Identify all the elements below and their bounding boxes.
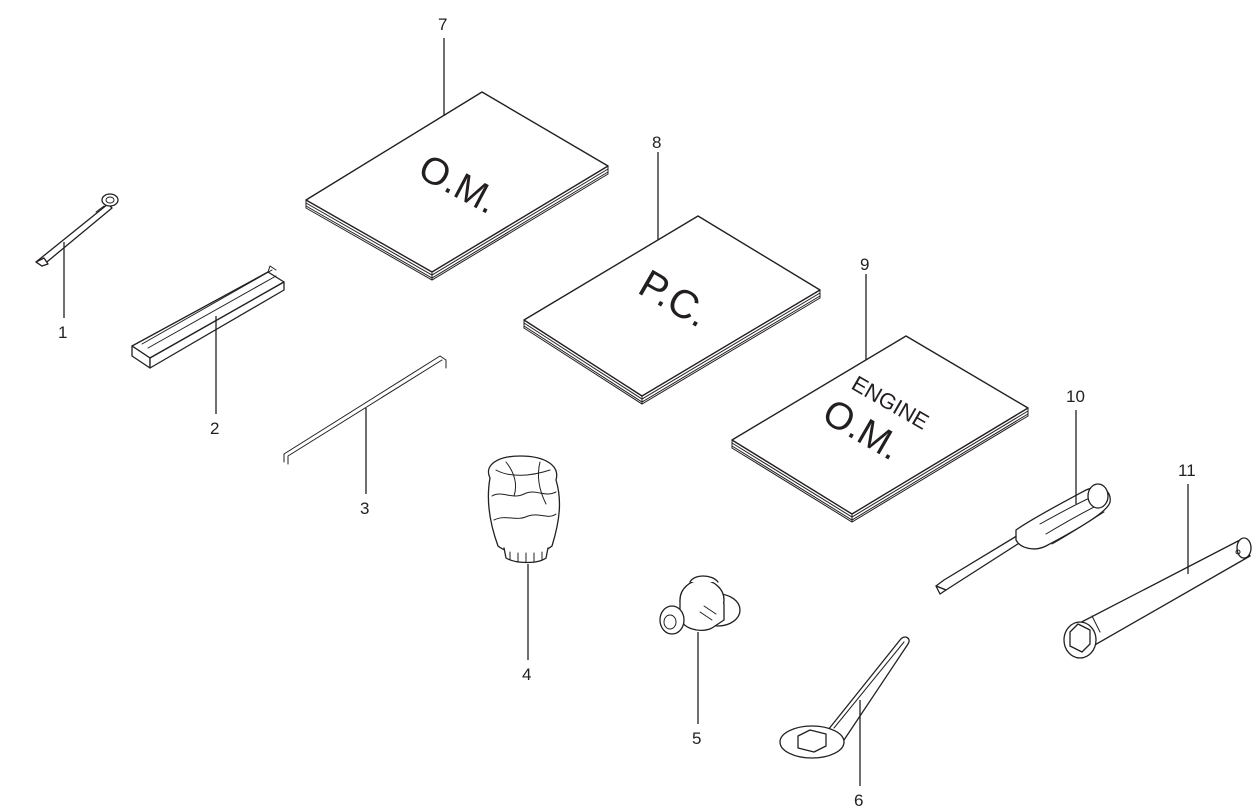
callout-10: 10 (1066, 387, 1085, 406)
part-2-channel-rail (131, 265, 285, 369)
callout-8: 8 (652, 133, 661, 152)
callout-5: 5 (692, 729, 701, 748)
callout-9: 9 (860, 255, 869, 274)
part-1-pin-tool (35, 193, 119, 267)
callout-3: 3 (360, 499, 369, 518)
callout-11: 11 (1178, 461, 1196, 480)
part-5-plug-fitting (659, 575, 741, 635)
callout-2: 2 (210, 419, 219, 438)
callout-4: 4 (522, 665, 531, 684)
callout-7: 7 (438, 15, 447, 34)
part-6-ring-wrench (779, 636, 910, 759)
part-11-box-spanner (1063, 537, 1252, 659)
part-7-om-book: O.M. (305, 91, 609, 281)
callout-6: 6 (854, 791, 863, 810)
part-3-bent-rod (283, 355, 447, 465)
callout-1: 1 (58, 323, 67, 342)
part-10-screwdriver (935, 483, 1111, 595)
part-9-engine-om-book: ENGINE O.M. (731, 335, 1029, 523)
part-4-covered-cap (487, 455, 561, 564)
part-8-pc-book: P.C. (523, 215, 821, 405)
